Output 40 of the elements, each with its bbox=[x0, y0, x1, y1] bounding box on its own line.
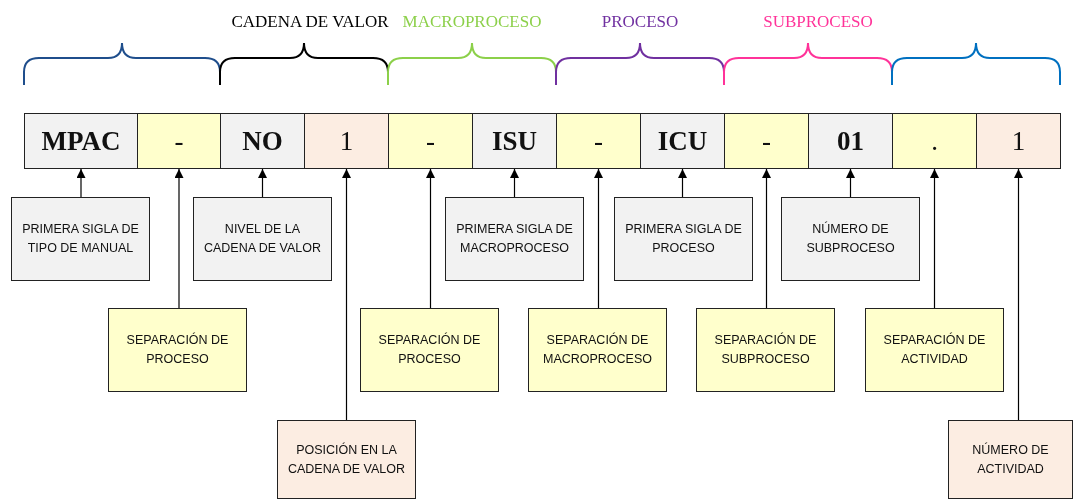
code-segment: NO bbox=[220, 113, 305, 169]
code-segment: - bbox=[556, 113, 641, 169]
arrow bbox=[930, 168, 939, 309]
code-segment: MPAC bbox=[24, 113, 138, 169]
description-box: PRIMERA SIGLA DE PROCESO bbox=[614, 197, 753, 281]
code-segment: 01 bbox=[808, 113, 893, 169]
arrow bbox=[510, 168, 519, 198]
section-title: PROCESO bbox=[601, 12, 679, 32]
code-segment: - bbox=[137, 113, 221, 169]
description-box: PRIMERA SIGLA DE TIPO DE MANUAL bbox=[11, 197, 150, 281]
description-box: POSICIÓN EN LA CADENA DE VALOR bbox=[277, 420, 416, 499]
description-box: SEPARACIÓN DE PROCESO bbox=[360, 308, 499, 392]
arrow bbox=[76, 168, 86, 198]
code-segment: . bbox=[892, 113, 977, 169]
description-box: SEPARACIÓN DE PROCESO bbox=[108, 308, 247, 392]
code-segment: ICU bbox=[640, 113, 725, 169]
description-box: SEPARACIÓN DE MACROPROCESO bbox=[528, 308, 667, 392]
section-title: SUBPROCESO bbox=[763, 12, 873, 32]
arrow bbox=[762, 168, 771, 309]
code-segment: 1 bbox=[976, 113, 1061, 169]
code-segment: 1 bbox=[304, 113, 389, 169]
description-box: NIVEL DE LA CADENA DE VALOR bbox=[193, 197, 332, 281]
section-title: MACROPROCESO bbox=[402, 12, 542, 32]
code-segment: - bbox=[724, 113, 809, 169]
arrow bbox=[594, 168, 603, 309]
arrow bbox=[846, 168, 855, 198]
arrow bbox=[174, 168, 184, 309]
arrow bbox=[678, 168, 687, 198]
code-segment: - bbox=[388, 113, 473, 169]
arrow bbox=[426, 168, 435, 309]
description-box: NÚMERO DE ACTIVIDAD bbox=[948, 420, 1073, 499]
arrow bbox=[342, 168, 351, 421]
section-title: CADENA DE VALOR bbox=[231, 12, 389, 32]
description-box: SEPARACIÓN DE SUBPROCESO bbox=[696, 308, 835, 392]
code-segment: ISU bbox=[472, 113, 557, 169]
description-box: NÚMERO DE SUBPROCESO bbox=[781, 197, 920, 281]
arrow bbox=[1014, 168, 1023, 421]
arrow bbox=[258, 168, 267, 198]
description-box: SEPARACIÓN DE ACTIVIDAD bbox=[865, 308, 1004, 392]
description-box: PRIMERA SIGLA DE MACROPROCESO bbox=[445, 197, 584, 281]
